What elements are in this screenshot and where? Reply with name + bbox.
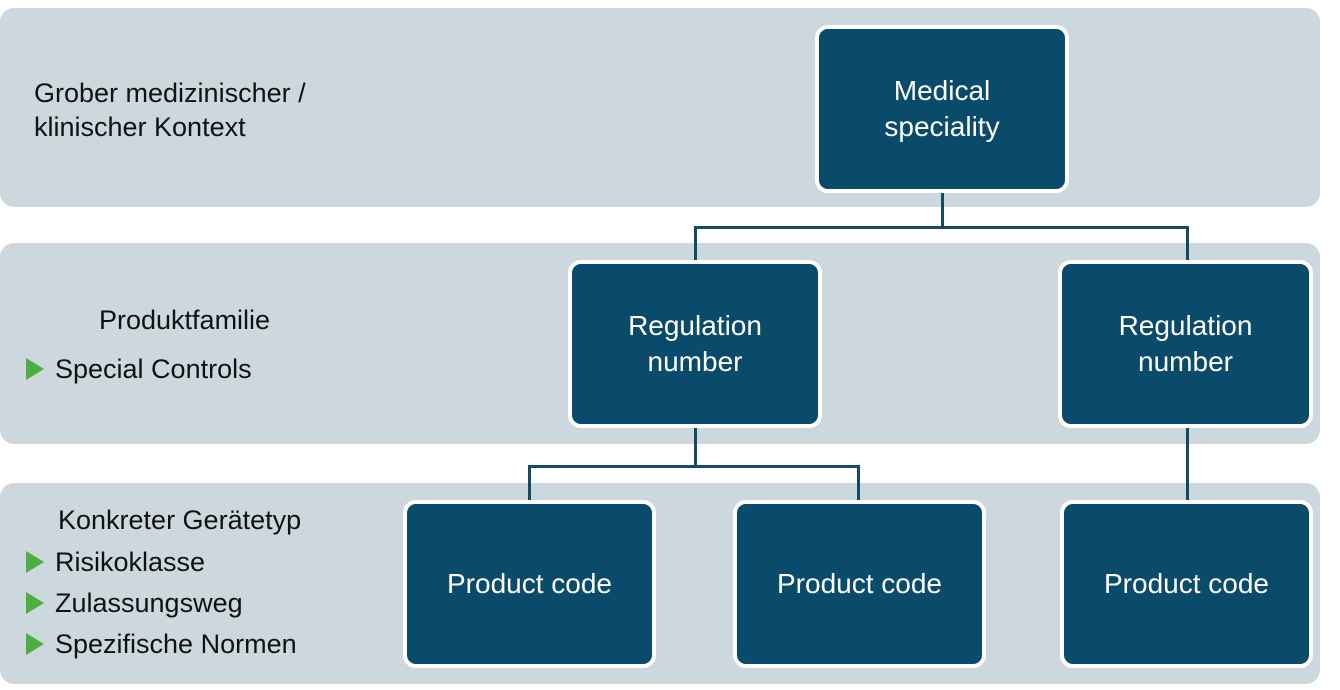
node-product-code-left[interactable]: Product code [403, 500, 656, 668]
node-product-code-right[interactable]: Product code [1060, 500, 1313, 668]
band-label-device-type: Konkreter Gerätetyp [58, 505, 302, 535]
bullet-item-spezifische-normen: Spezifische Normen [26, 627, 297, 661]
node-medical-speciality[interactable]: Medical speciality [815, 25, 1069, 193]
connector-regulation-bus [694, 226, 1189, 229]
bullet-item-risikoklasse: Risikoklasse [26, 545, 205, 579]
bullet-label-risikoklasse: Risikoklasse [55, 547, 206, 577]
bullet-item-special-controls: Special Controls [26, 352, 252, 386]
bullet-label-zulassungsweg: Zulassungsweg [55, 588, 243, 618]
connector-bus-to-product-left [528, 465, 531, 504]
node-regulation-number-left[interactable]: Regulation number [568, 260, 822, 428]
connector-bus-to-product-middle [857, 465, 860, 504]
bullet-label-spezifische-normen: Spezifische Normen [55, 629, 297, 659]
context-band-medical [0, 8, 1320, 207]
node-regulation-number-right[interactable]: Regulation number [1058, 260, 1313, 428]
connector-regulation-right-to-product-right [1186, 427, 1189, 504]
band-label-medical-context: Grober medizinischer / klinischer Kontex… [34, 78, 306, 142]
connector-regulation-left-to-bus [694, 427, 697, 467]
triangle-bullet-icon [26, 358, 44, 380]
connector-bus-to-regulation-right [1186, 226, 1189, 264]
bullet-label-special-controls: Special Controls [55, 354, 252, 384]
band-label-product-family: Produktfamilie [99, 305, 271, 335]
triangle-bullet-icon [26, 633, 44, 655]
triangle-bullet-icon [26, 592, 44, 614]
connector-bus-to-regulation-left [694, 226, 697, 264]
triangle-bullet-icon [26, 551, 44, 573]
node-product-code-middle[interactable]: Product code [733, 500, 986, 668]
bullet-item-zulassungsweg: Zulassungsweg [26, 586, 243, 620]
connector-product-code-bus [528, 465, 860, 468]
connector-medical-to-bus [941, 192, 944, 228]
